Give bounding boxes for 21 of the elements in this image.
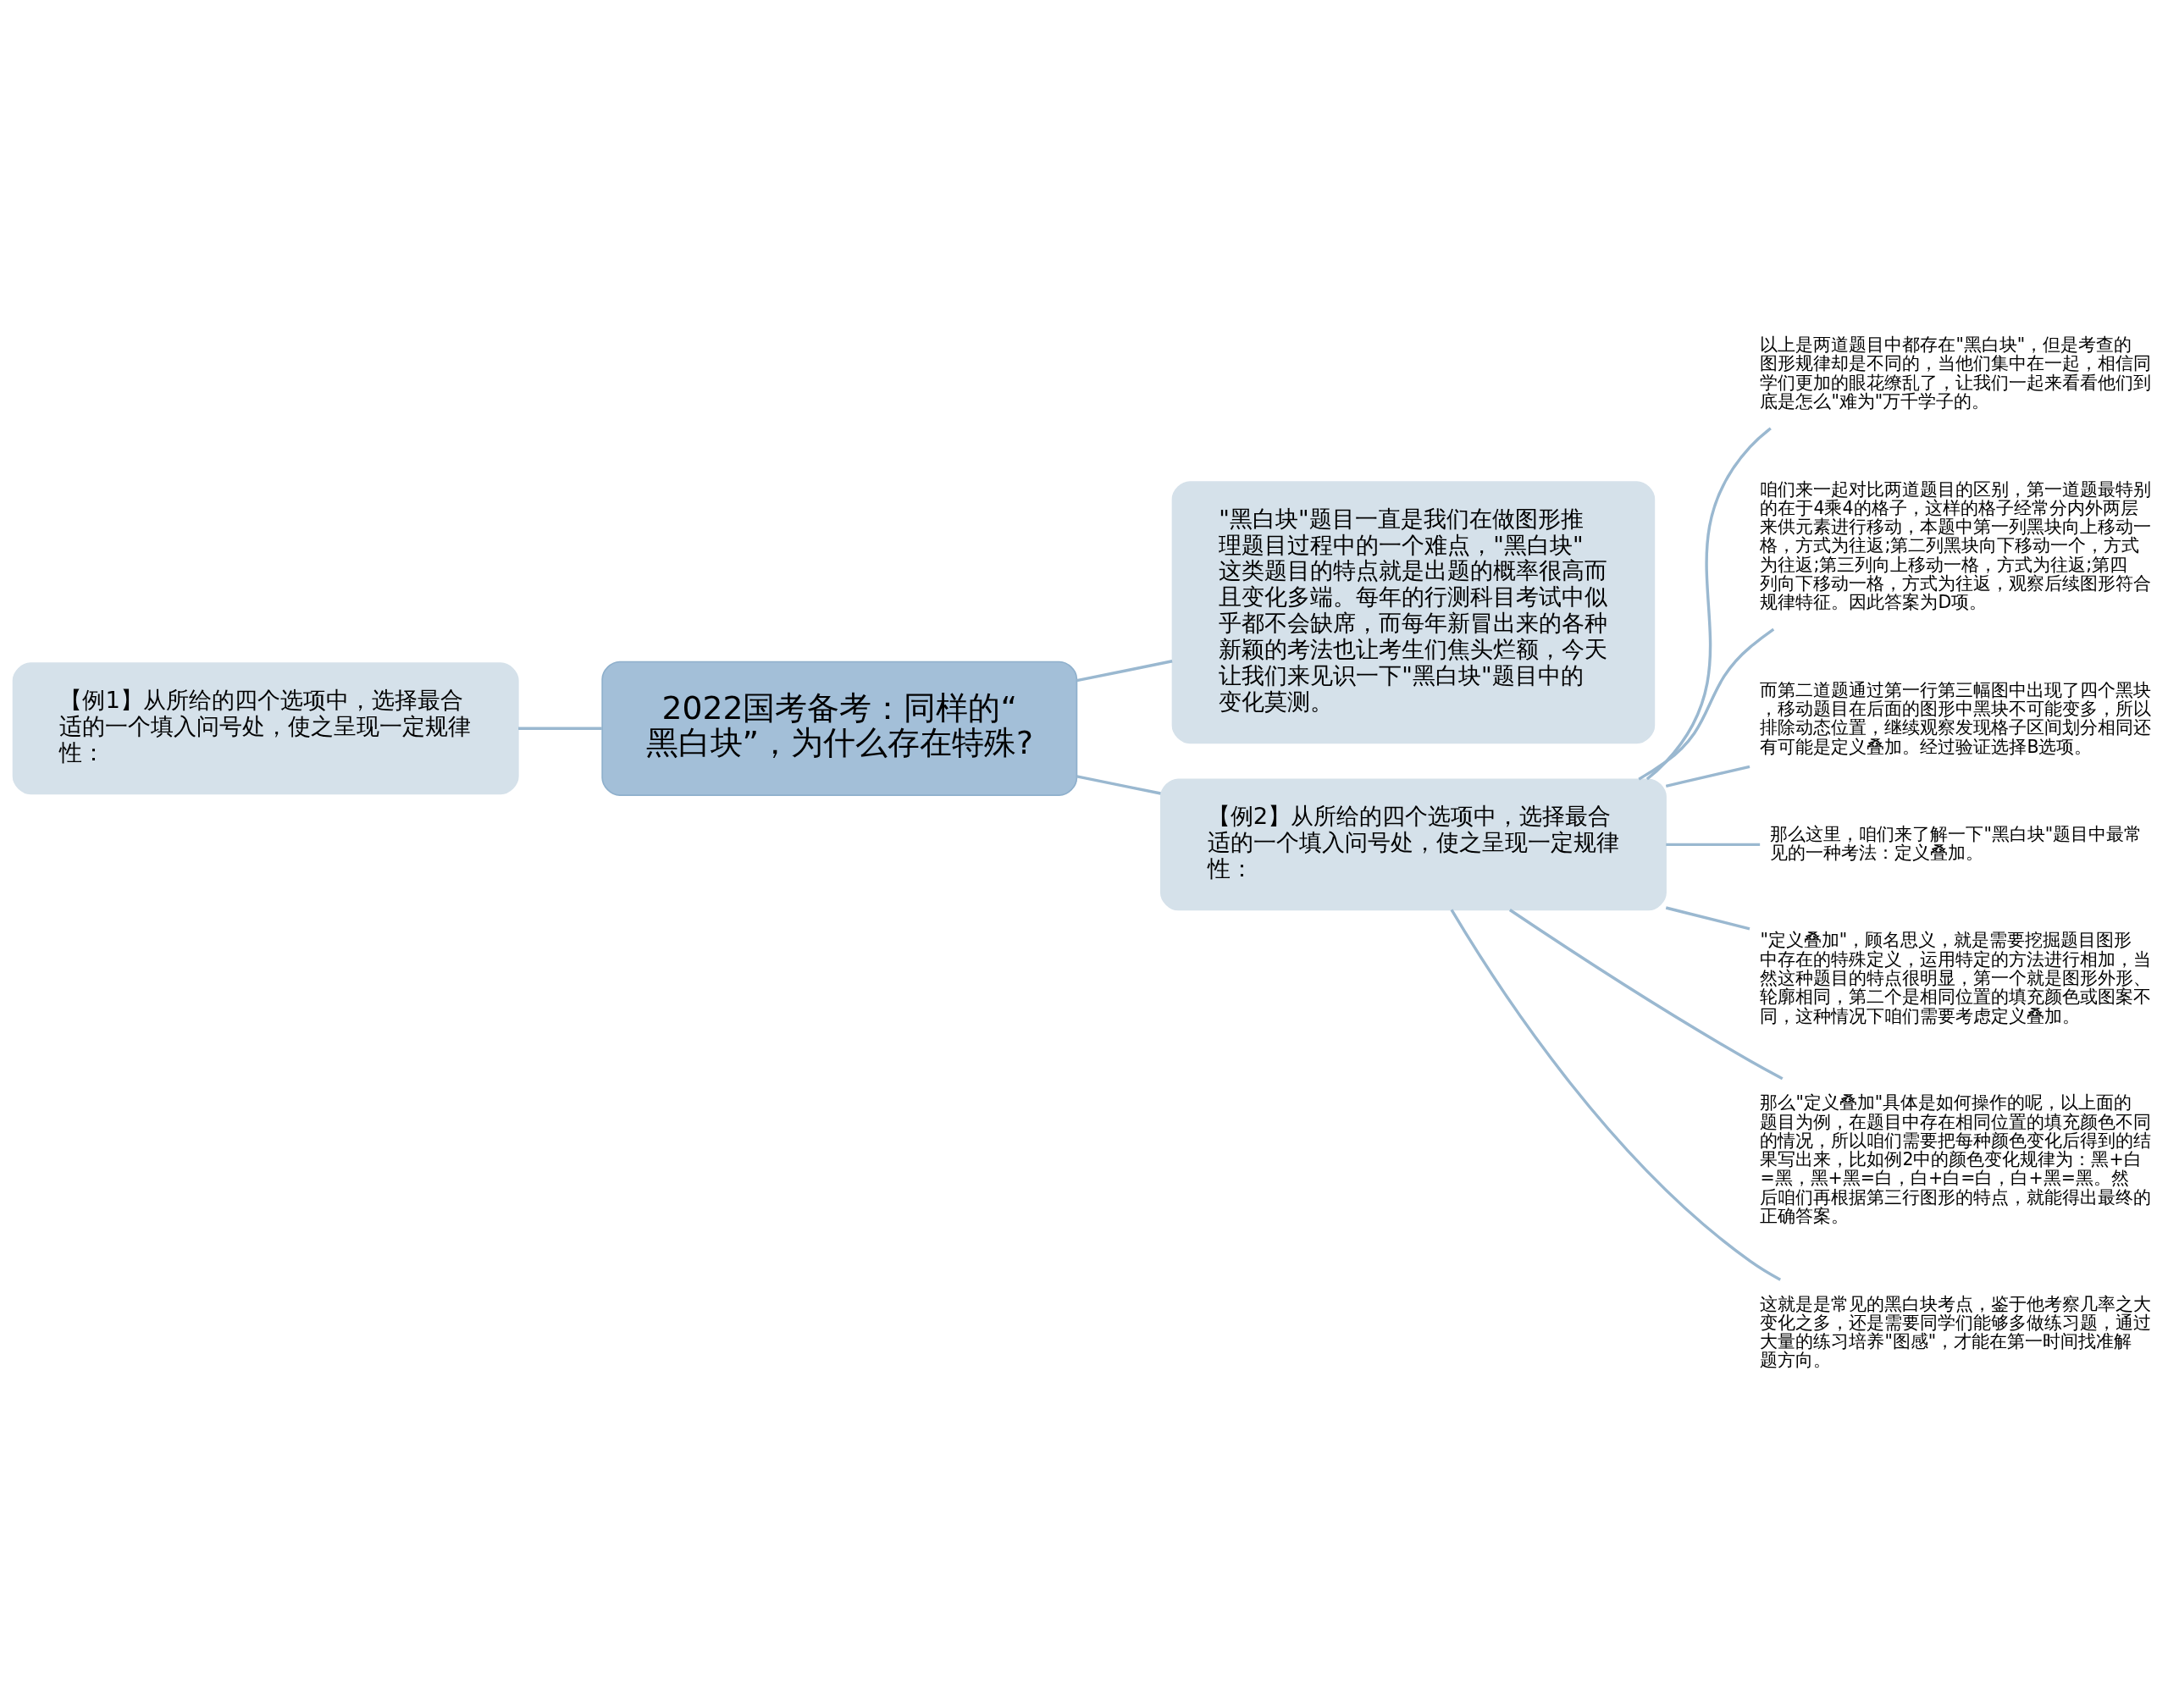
connector: [1665, 765, 1750, 788]
node-text: 咱们来一起对比两道题目的区别，第一道题最特别的在于4乘4的格子，这样的格子经常分内外两层来供元素进行移动，本题中第一列黑块向上移动一格，方式为往返;第二列黑块向下移动一个，方式为往返;第三列向上移动一格，方式为往返;第四列向下移动一格，方式为往返，观察后续图形符合规律特征。因此答案为D项。: [1760, 478, 2152, 613]
connector: [1645, 427, 1772, 781]
connector: [1508, 909, 1784, 1081]
connector: [1450, 909, 1782, 1281]
node-box: 2022国考备考：同样的“黑白块”，为什么存在特殊?: [601, 661, 1078, 796]
node-text: 而第二道题通过第一行第三幅图中出现了四个黑块，移动题目在后面的图形中黑块不可能变多，所以排除动态位置，继续观察发现格子区间划分相同还有可能是定义叠加。经过验证选择B选项。: [1760, 679, 2152, 757]
connector: [1665, 906, 1750, 931]
connector: [1076, 775, 1161, 795]
node-text: 那么这里，咱们来了解一下"黑白块"题目中最常见的一种考法：定义叠加。: [1770, 823, 2143, 863]
connector: [1638, 627, 1775, 781]
node-box: 【例2】从所给的四个选项中，选择最合适的一个填入问号处，使之呈现一定规律性：: [1159, 778, 1667, 911]
node-text: 这就是是常见的黑白块考点，鉴于他考察几率之大变化之多，还是需要同学们能够多做练习题，通过大量的练习培养"图感"，才能在第一时间找准解题方向。: [1760, 1293, 2152, 1371]
node-text: 那么"定义叠加"具体是如何操作的呢，以上面的题目为例，在题目中存在相同位置的填充颜色不同的情况，所以咱们需要把每种颜色变化后得到的结果写出来，比如例2中的颜色变化规律为：黑+白=黑，黑+黑=白，白+白=白，白+黑=黑。然后咱们再根据第三行图形的特点，就能得出最终的正确答案。: [1760, 1092, 2152, 1226]
connector: [1076, 660, 1173, 683]
connector: [1666, 843, 1761, 847]
connector: [518, 727, 602, 730]
node-box: "黑白块"题目一直是我们在做图形推理题目过程中的一个难点，"黑白块"这类题目的特点就是出题的概率很高而且变化多端。每年的行测科目考试中似乎都不会缺席，而每年新冒出来的各种新颖的考法也让考生们焦头烂额，今天让我们来见识一下"黑白块"题目中的变化莫测。: [1171, 481, 1656, 744]
node-box: 【例1】从所给的四个选项中，选择最合适的一个填入问号处，使之呈现一定规律性：: [12, 662, 519, 795]
node-text: "定义叠加"，顾名思义，就是需要挖掘题目图形中存在的特殊定义，运用特定的方法进行相加，当然这种题目的特点很明显，第一个就是图形外形、轮廓相同，第二个是相同位置的填充颜色或图案不同，这种情况下咱们需要考虑定义叠加。: [1760, 930, 2152, 1026]
node-text: 以上是两道题目中都存在"黑白块"，但是考查的图形规律却是不同的，当他们集中在一起，相信同学们更加的眼花缭乱了，让我们一起来看看他们到底是怎么"难为"万千学子的。: [1760, 334, 2152, 412]
